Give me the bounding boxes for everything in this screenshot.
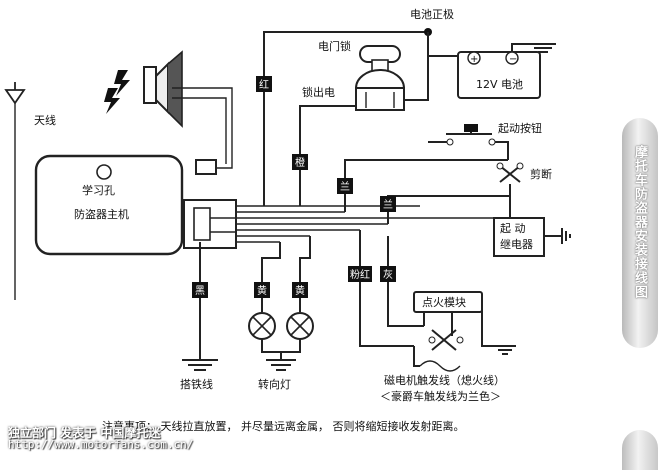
module-ground-icon xyxy=(494,345,516,355)
wire-tag-blue-1: 兰 xyxy=(337,178,353,194)
switch-icon xyxy=(423,312,464,351)
wiring-diagram: 天线 学习孔 防盗器主机 红 电池正极 + − xyxy=(4,7,571,403)
relay-box xyxy=(493,217,545,257)
svg-text:黄: 黄 xyxy=(257,284,267,297)
svg-text:+: + xyxy=(470,54,478,65)
svg-text:−: − xyxy=(509,54,517,65)
led-icon xyxy=(96,164,112,180)
ignition-module-box xyxy=(413,291,483,313)
chassis-ground-icon xyxy=(182,359,218,371)
haojue-line-label: ＜豪爵车触发线为兰色＞ xyxy=(380,389,501,403)
side-decoration-2 xyxy=(622,430,658,470)
learn-hole-label: 学习孔 xyxy=(82,183,115,197)
wire-tag-black: 黑 xyxy=(192,282,208,298)
battery-positive-label: 电池正极 xyxy=(410,7,454,21)
wire-tag-orange: 橙 xyxy=(292,154,308,170)
door-lock-label: 电门锁 xyxy=(318,39,351,53)
ground-icon xyxy=(530,43,556,53)
svg-text:黄: 黄 xyxy=(295,284,305,297)
svg-text:黑: 黑 xyxy=(195,285,205,297)
sound-wave-icon xyxy=(104,70,130,114)
relay-ground-icon xyxy=(561,228,571,244)
side-watermark: 摩托车防盗器安装接线图 xyxy=(632,145,647,299)
wire-tag-blue-2: 兰 xyxy=(380,196,396,212)
ground-wire-label: 搭铁线 xyxy=(180,377,213,391)
svg-text:红: 红 xyxy=(259,78,269,91)
start-button-icon xyxy=(446,124,492,135)
ignition-module-label: 点火模块 xyxy=(422,296,466,309)
main-unit-label: 防盗器主机 xyxy=(74,207,129,221)
cut-label: 剪断 xyxy=(530,167,552,181)
lamp-icon xyxy=(248,312,314,340)
turn-lamp-label: 转向灯 xyxy=(258,377,291,391)
cut-icon xyxy=(496,162,524,183)
wire-tag-yellow-1: 黄 xyxy=(254,282,270,298)
wire-tag-pink-red: 粉红 xyxy=(348,266,372,282)
wire-tag-yellow-2: 黄 xyxy=(292,282,308,298)
door-lock-icon xyxy=(355,45,405,111)
relay-label-2: 继电器 xyxy=(500,238,533,251)
main-unit-box xyxy=(34,154,184,256)
svg-text:橙: 橙 xyxy=(295,156,305,169)
svg-text:粉红: 粉红 xyxy=(350,268,370,281)
antenna-label: 天线 xyxy=(34,113,56,127)
note-text: 注意事项： 天线拉直放置， 并尽量远离金属， 否则将缩短接收发射距离。 xyxy=(102,420,465,433)
watermark-line-2: http://www.motorfans.com.cn/ xyxy=(8,438,194,451)
watermark-line-1: 独立部门 发表于 中国摩托迷 xyxy=(8,426,161,440)
svg-text:兰: 兰 xyxy=(340,180,350,193)
battery-box xyxy=(457,51,541,99)
wire-tag-gray: 灰 xyxy=(380,266,396,282)
lock-out-label: 锁出电 xyxy=(302,85,335,99)
side-decoration xyxy=(622,118,658,348)
speaker-icon xyxy=(143,50,183,128)
lamp-ground-icon xyxy=(266,359,296,371)
svg-text:兰: 兰 xyxy=(383,198,393,211)
wire-tag-red: 红 xyxy=(256,76,272,92)
start-button-label: 起动按钮 xyxy=(498,121,542,135)
battery-label: 12V 电池 xyxy=(476,78,523,91)
svg-text:灰: 灰 xyxy=(383,268,393,281)
relay-label-1: 起 动 xyxy=(500,222,526,235)
antenna-icon xyxy=(4,82,26,300)
magneto-line-label: 磁电机触发线（熄火线） xyxy=(384,373,505,387)
